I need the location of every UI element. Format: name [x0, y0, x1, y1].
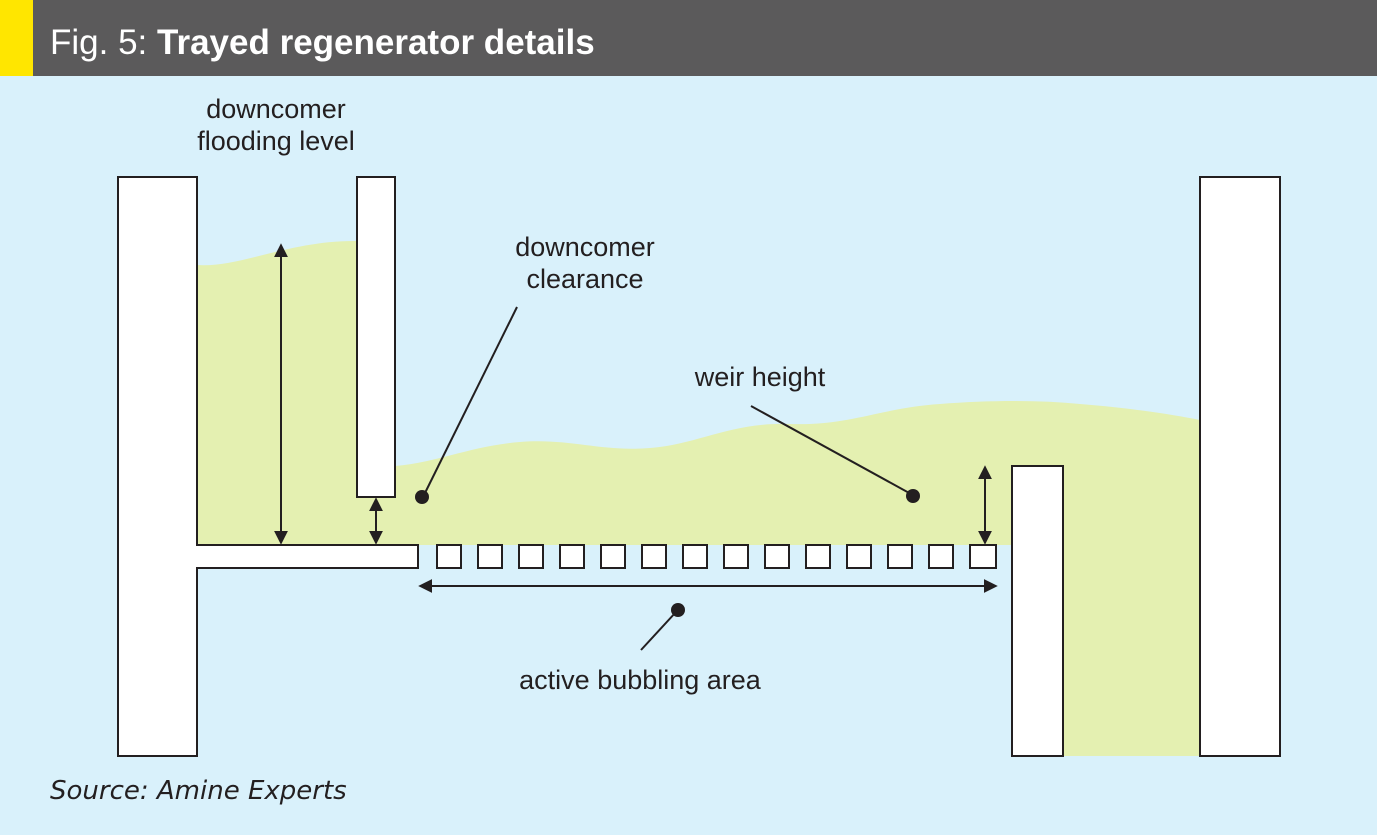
- weir-leader-dot: [906, 489, 920, 503]
- weir-leader-line: [750, 405, 912, 495]
- clearance-leader-dot: [415, 490, 429, 504]
- clearance-label-line1: downcomer: [515, 232, 655, 262]
- clearance-leader-line: [423, 306, 518, 496]
- bubbling-leader-line: [640, 611, 677, 651]
- source-credit: Source: Amine Experts: [50, 776, 347, 806]
- bubbling-leader-dot: [671, 603, 685, 617]
- figure-number: Fig. 5:: [50, 23, 148, 62]
- downcomer-liquid: [197, 240, 395, 545]
- downcomer-baffle: [356, 176, 396, 498]
- clearance-label-line2: clearance: [526, 264, 643, 294]
- title-bar: [0, 0, 1377, 76]
- left-column-wall: [117, 176, 419, 757]
- flooding-level-label-line2: flooding level: [197, 126, 355, 156]
- figure-title-text: Trayed regenerator details: [157, 23, 595, 62]
- outlet-weir: [1011, 465, 1064, 757]
- flooding-level-label-line1: downcomer: [206, 94, 346, 124]
- weir-height-label: weir height: [694, 362, 826, 392]
- right-column-wall: [1199, 176, 1281, 757]
- tray-perforations: [436, 544, 997, 569]
- tray-froth: [395, 401, 1200, 756]
- bubbling-area-label: active bubbling area: [519, 665, 762, 695]
- title-accent-stripe: [0, 0, 33, 76]
- figure-title: Fig. 5: Trayed regenerator details: [50, 0, 595, 76]
